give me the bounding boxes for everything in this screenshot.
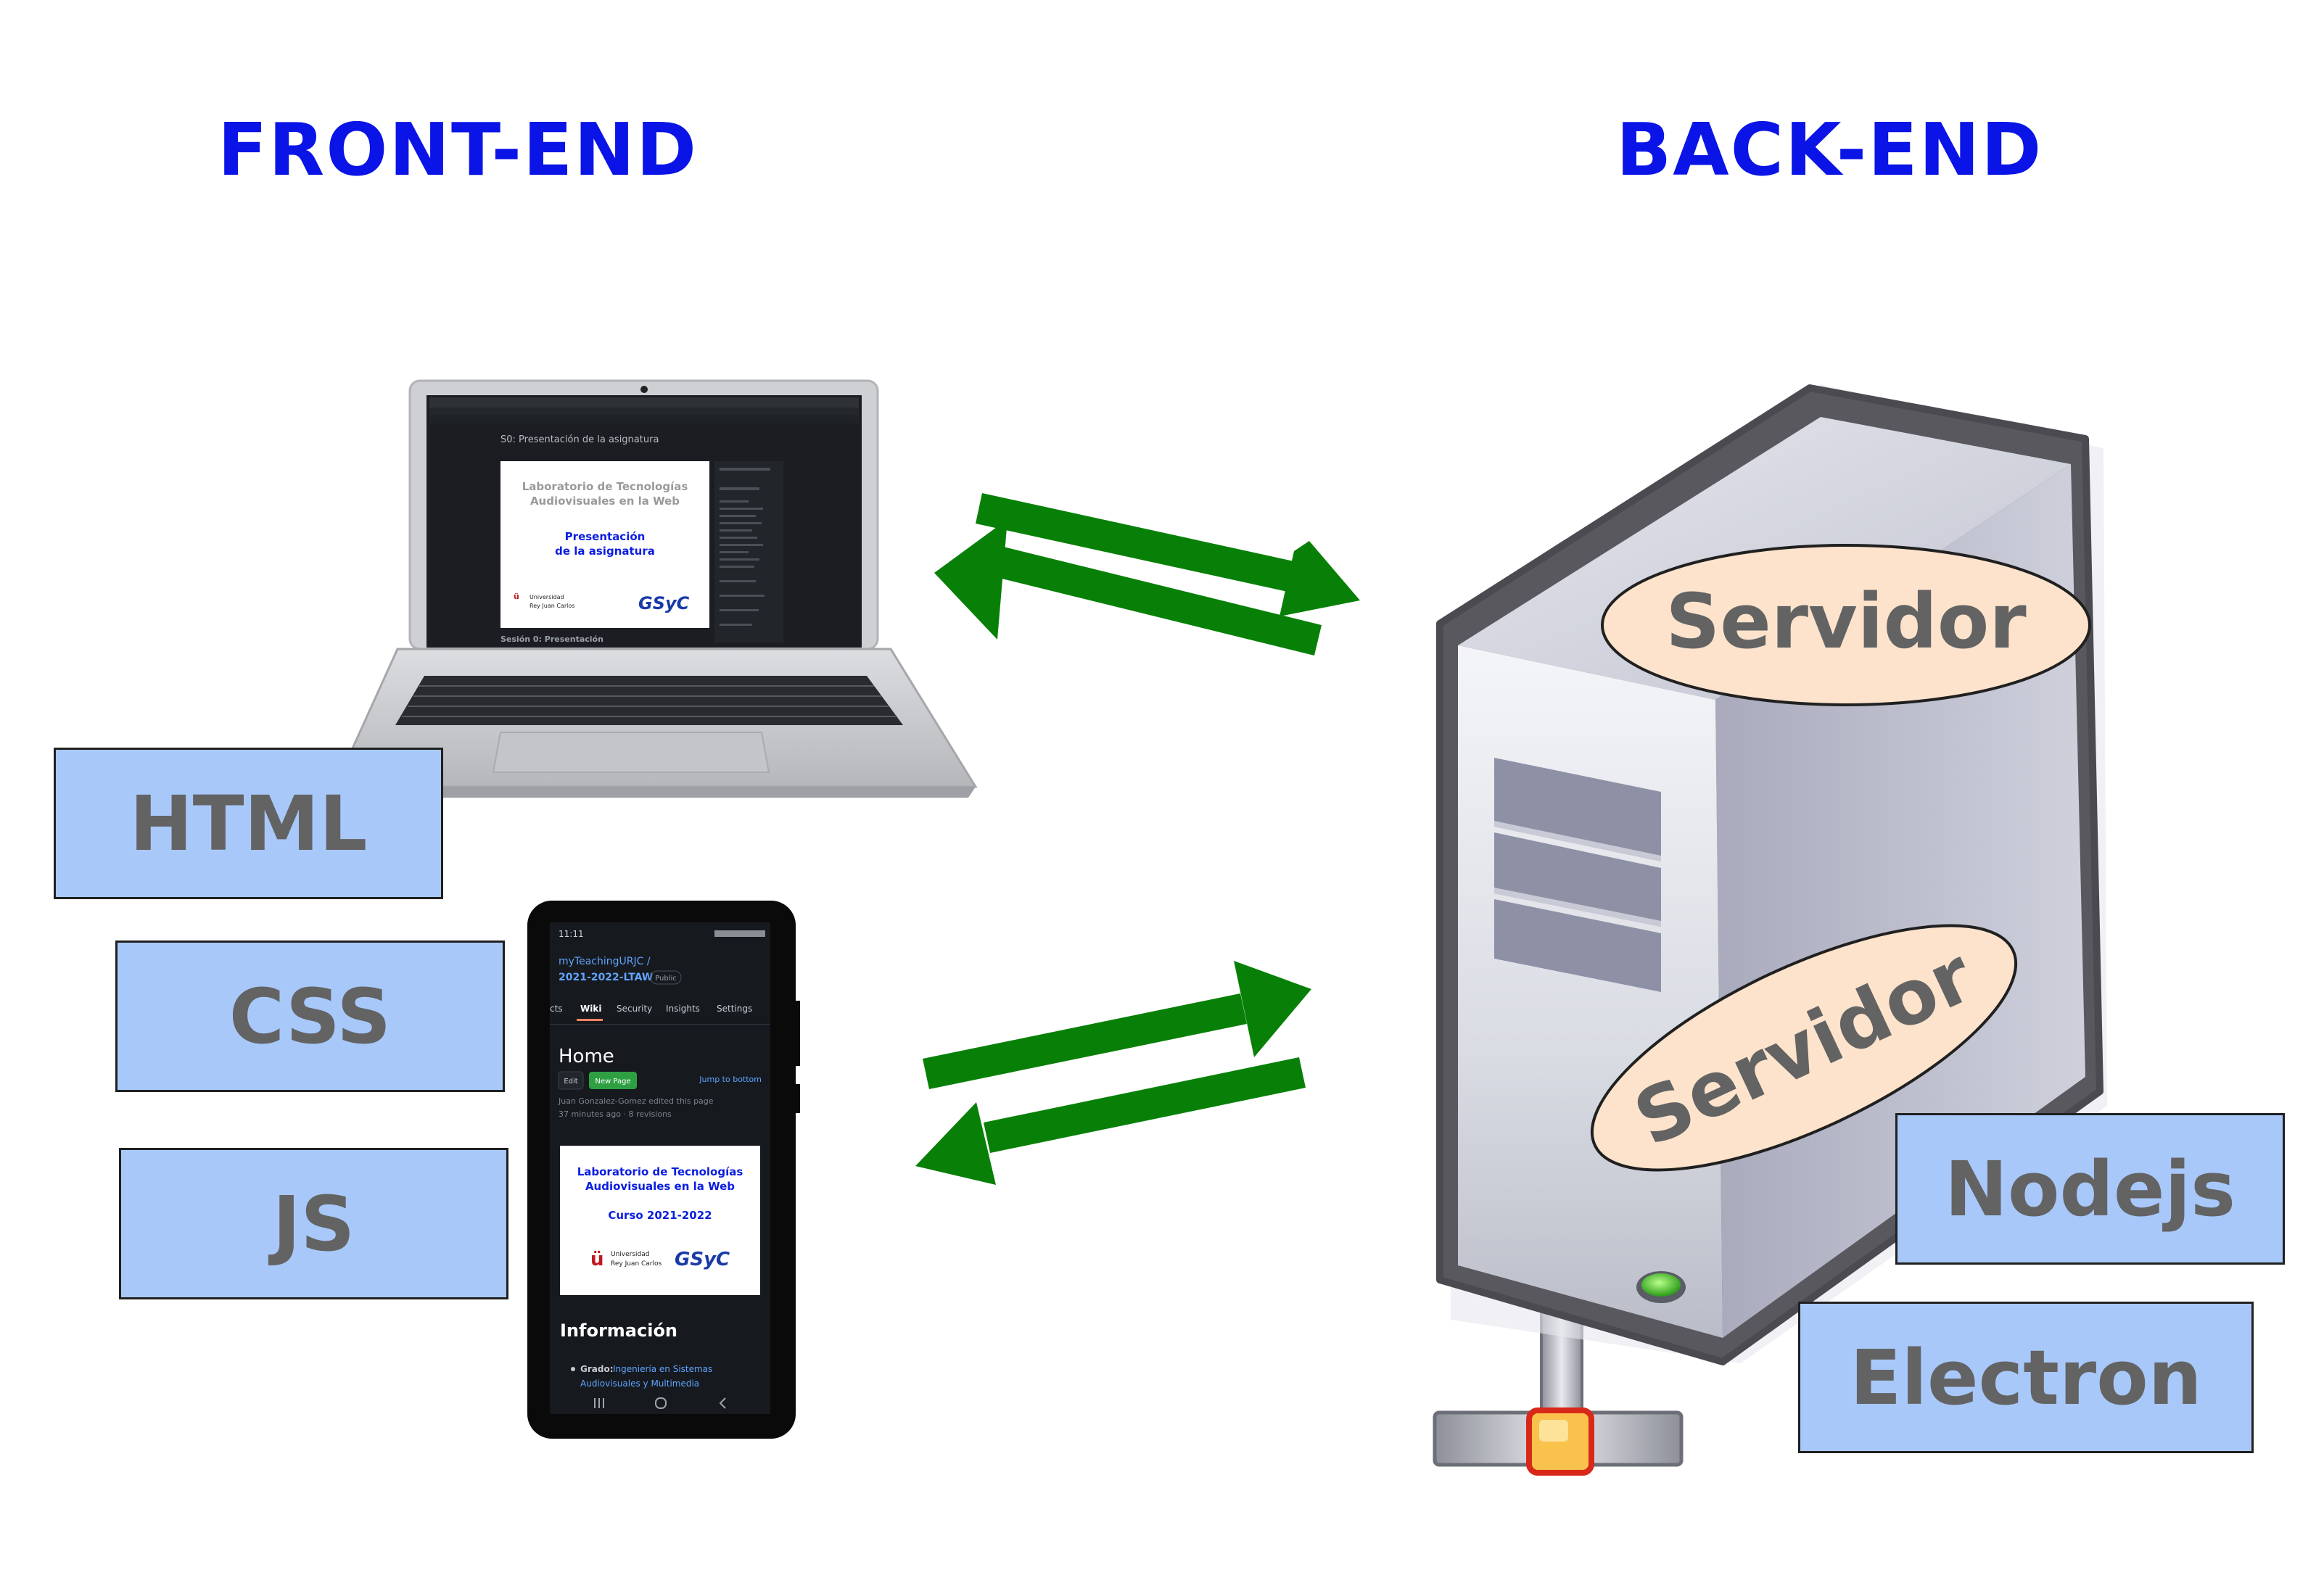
request-response-arrows [915, 493, 1360, 1185]
laptop-page-title: S0: Presentación de la asignatura [500, 434, 659, 445]
tab-projects[interactable]: cts [550, 1004, 563, 1014]
wiki-page-heading: Home [559, 1046, 614, 1067]
electron-tech-box: Electron [1798, 1302, 2254, 1453]
laptop-response-arrow [934, 519, 1322, 656]
info-heading: Información [560, 1320, 677, 1341]
card-gsyc-logo: GSyC [675, 1249, 730, 1270]
tab-insights[interactable]: Insights [666, 1004, 700, 1014]
phone-request-arrow [923, 961, 1311, 1089]
slide-subtitle-line-2: de la asignatura [555, 545, 655, 558]
grado-link-line-1[interactable]: Ingeniería en Sistemas [613, 1364, 712, 1374]
html-tech-box: HTML [54, 748, 443, 899]
card-title-line-1: Laboratorio de Tecnologías [577, 1165, 743, 1178]
server-label-top: Servidor [1601, 544, 2091, 706]
front-end-heading: FRONT-END [218, 107, 699, 192]
nodejs-tech-box: Nodejs [1895, 1113, 2285, 1265]
visibility-badge: Public [655, 975, 677, 983]
css-tech-box: CSS [115, 941, 505, 1092]
tab-security[interactable]: Security [617, 1004, 652, 1014]
card-title-line-2: Audiovisuales en la Web [585, 1180, 735, 1193]
slide-subtitle-line-1: Presentación [565, 530, 646, 543]
phone-response-arrow [915, 1057, 1306, 1185]
edited-by-text: Juan Gonzalez-Gomez edited this page [558, 1096, 714, 1106]
tab-wiki[interactable]: Wiki [580, 1004, 601, 1014]
repo-name: 2021-2022-LTAW [559, 972, 653, 983]
grado-link-line-2[interactable]: Audiovisuales y Multimedia [580, 1378, 699, 1389]
edit-button-label: Edit [564, 1078, 577, 1086]
university-logo-icon: ü [590, 1249, 604, 1270]
phone-time: 11:11 [559, 929, 584, 939]
new-page-button-label: New Page [595, 1078, 630, 1086]
edit-button[interactable] [558, 1071, 584, 1090]
university-name-2: Rey Juan Carlos [530, 603, 574, 609]
university-name-1: Universidad [530, 594, 564, 600]
university-logo-icon: ü [514, 592, 519, 601]
card-university-2: Rey Juan Carlos [611, 1260, 662, 1268]
grado-label: Grado: [580, 1364, 614, 1374]
power-led-icon [1641, 1273, 1681, 1297]
laptop-section-heading: Sesión 0: Presentación [500, 634, 603, 644]
laptop-slide [500, 461, 709, 628]
laptop-request-arrow [976, 493, 1360, 616]
android-nav-bar [594, 1397, 726, 1409]
js-tech-box: JS [119, 1148, 508, 1299]
card-course: Curso 2021-2022 [608, 1209, 712, 1222]
slide-title-line-2: Audiovisuales en la Web [530, 495, 680, 508]
smartphone: 11:11 myTeachingURJC / 2021-2022-LTAW Pu… [527, 901, 800, 1439]
slide-title-line-1: Laboratorio de Tecnologías [522, 480, 688, 493]
gsyc-logo: GSyC [638, 593, 690, 613]
drive-bay-icon [1494, 758, 1661, 992]
edited-when-text: 37 minutes ago · 8 revisions [559, 1109, 672, 1119]
jump-to-bottom-link[interactable]: Jump to bottom [699, 1075, 762, 1084]
laptop: S0: Presentación de la asignatura Labora… [333, 379, 978, 798]
back-end-heading: BACK-END [1616, 107, 2043, 192]
card-university-1: Universidad [611, 1251, 650, 1258]
new-page-button[interactable] [589, 1072, 637, 1089]
repo-owner: myTeachingURJC / [559, 956, 651, 967]
tab-settings[interactable]: Settings [717, 1004, 752, 1014]
server-label-top-text: Servidor [1665, 577, 2026, 666]
network-connector-icon [1433, 1304, 1684, 1476]
course-card [560, 1146, 760, 1295]
